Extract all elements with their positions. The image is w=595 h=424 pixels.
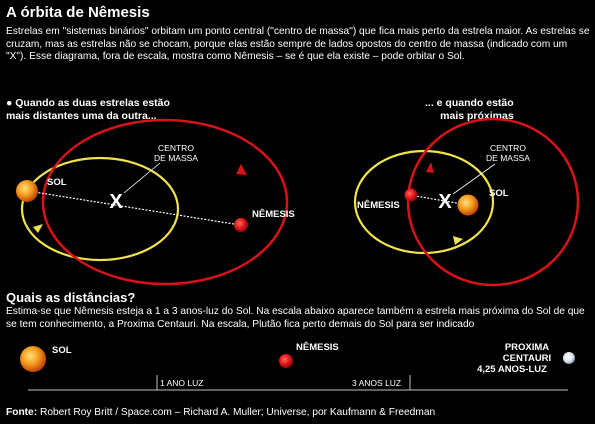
sun-orbit-right — [353, 149, 495, 255]
nemesis-orbit-right — [406, 117, 580, 287]
page-title: A órbita de Nêmesis — [6, 4, 150, 21]
scale-proxima-label-3: 4,25 ANOS-LUZ — [477, 364, 547, 375]
source-label: Fonte: — [6, 407, 38, 418]
scale-tick-3-label: 3 ANOS LUZ — [352, 378, 401, 388]
nemesis-right — [404, 188, 418, 202]
distances-text: Estima-se que Nêmesis esteja a 1 a 3 ano… — [6, 306, 585, 330]
center-label-left-1: CENTRO — [158, 143, 194, 153]
center-mark-left: X — [109, 191, 123, 213]
center-label-right-2: DE MASSA — [486, 153, 530, 163]
source-text: Robert Roy Britt / Space.com – Richard A… — [37, 407, 436, 418]
nemesis-orbit-arrow-right — [426, 162, 434, 173]
sun-left — [16, 180, 38, 202]
diagram-farthest: X CENTRO DE MASSA SOL NÊMESIS — [16, 118, 295, 286]
caption-farthest-line1: ● Quando as duas estrelas estão — [6, 97, 170, 109]
sun-label-right: SOL — [489, 188, 509, 199]
caption-closest-line1: ... e quando estão — [425, 97, 514, 109]
caption-farthest: ● Quando as duas estrelas estão mais dis… — [6, 97, 170, 123]
nemesis-label-left: NÊMESIS — [252, 208, 295, 220]
center-label-left-2: DE MASSA — [154, 153, 198, 163]
caption-farthest-line2: mais distantes uma da outra... — [6, 110, 157, 122]
distance-scale: 1 ANO LUZ 3 ANOS LUZ SOL NÊMESIS PROXIMA… — [20, 341, 575, 391]
nemesis-orbit-left — [41, 118, 289, 286]
source-credit: Fonte: Robert Roy Britt / Space.com – Ri… — [6, 407, 435, 418]
connecting-line-left — [27, 190, 241, 226]
sun-orbit-left — [20, 156, 180, 262]
center-pointer-left — [123, 162, 161, 194]
intro-text: Estrelas em "sistemas binários" orbitam … — [6, 26, 590, 62]
scale-proxima-label-1: PROXIMA — [505, 342, 549, 353]
sun-right — [457, 194, 479, 216]
center-mark-right: X — [438, 191, 452, 213]
sun-orbit-arrow-right — [453, 236, 463, 245]
nemesis-orbit-arrow-left — [236, 164, 247, 175]
scale-proxima-label-2: CENTAURI — [503, 353, 551, 364]
sun-orbit-arrow-left — [33, 224, 43, 233]
sun-label-left: SOL — [47, 177, 67, 188]
scale-nemesis-label: NÊMESIS — [296, 341, 339, 353]
scale-sun — [20, 346, 46, 372]
distances-title: Quais as distâncias? — [6, 290, 136, 305]
scale-sun-label: SOL — [52, 345, 72, 356]
nemesis-left — [234, 218, 248, 232]
scale-nemesis — [279, 354, 293, 368]
center-pointer-right — [452, 163, 496, 195]
scale-proxima — [563, 352, 575, 364]
diagram-closest: X CENTRO DE MASSA SOL NÊMESIS — [353, 117, 580, 287]
center-label-right-1: CENTRO — [490, 143, 526, 153]
nemesis-label-right: NÊMESIS — [357, 199, 400, 211]
scale-tick-1-label: 1 ANO LUZ — [160, 378, 203, 388]
